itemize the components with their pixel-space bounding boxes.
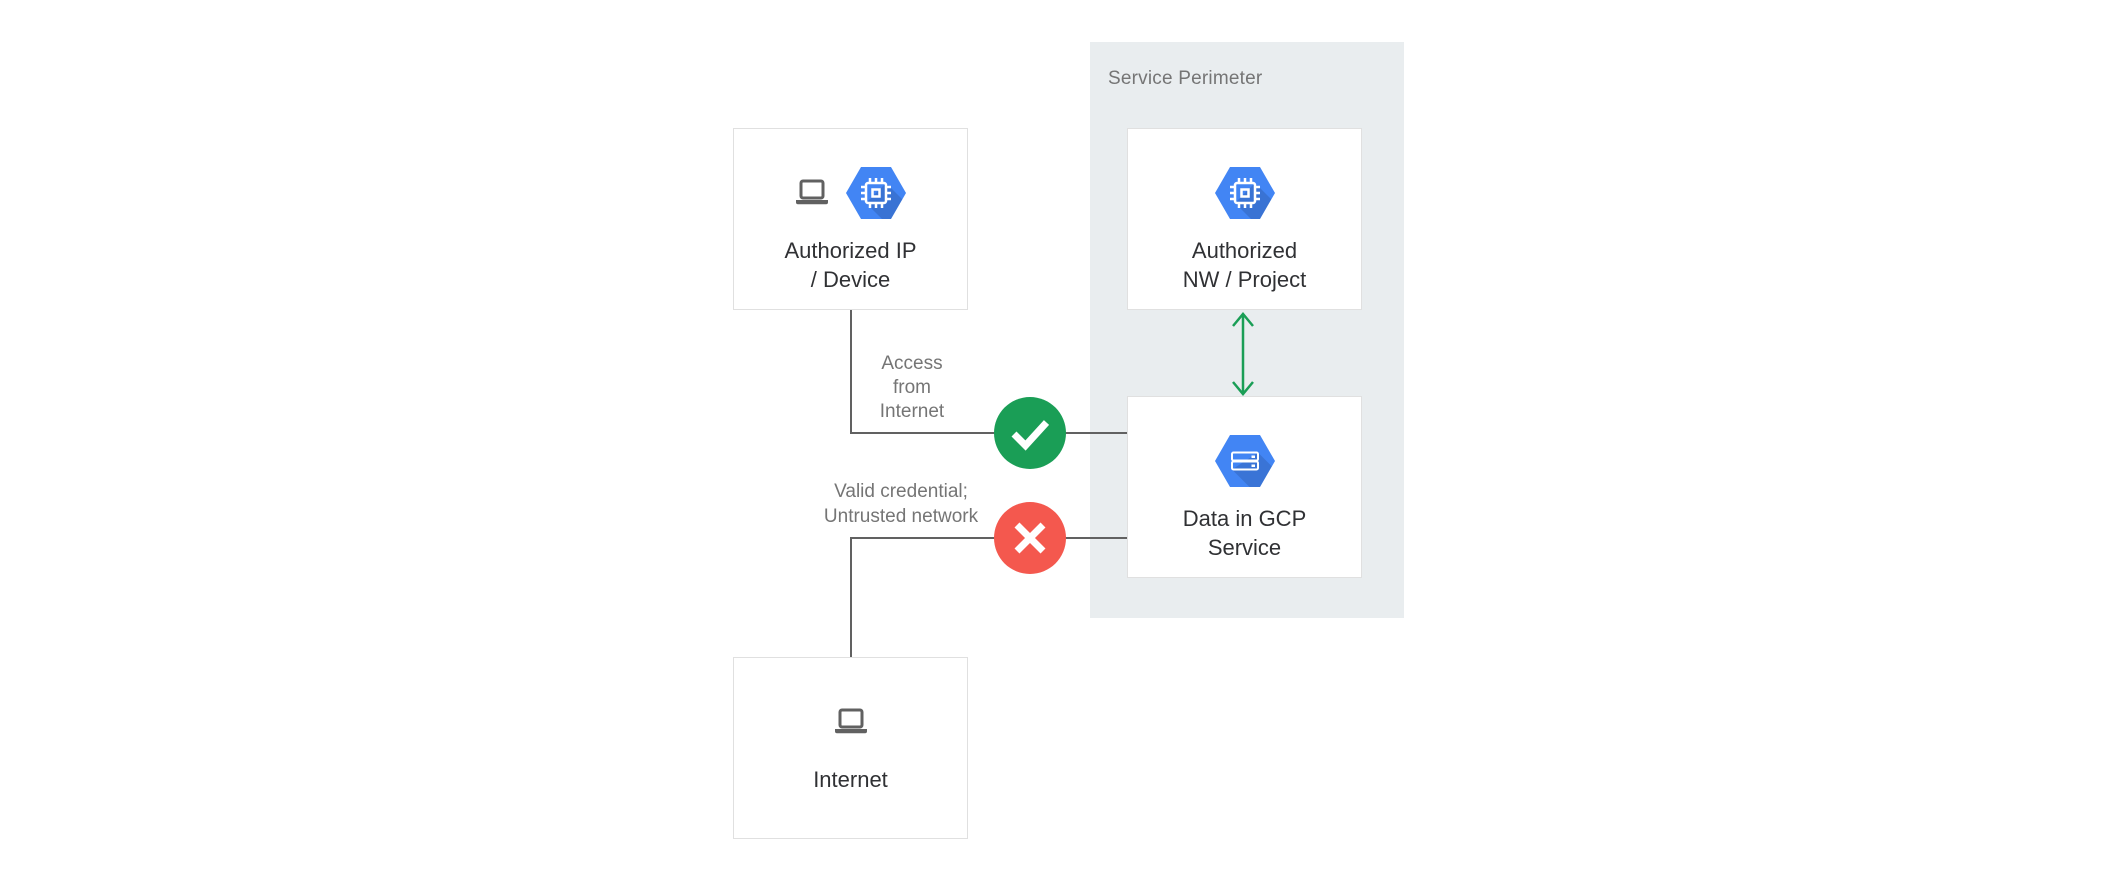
bidirectional-arrow-icon <box>1232 312 1254 396</box>
node-label-internet: Internet <box>813 767 888 792</box>
node-authorized-ip-device: Authorized IP / Device <box>733 128 968 310</box>
laptop-icon <box>795 179 828 205</box>
node-icon-row <box>1213 165 1277 221</box>
service-perimeter-label: Service Perimeter <box>1108 68 1263 89</box>
node-icon-row <box>794 165 908 221</box>
storage-icon <box>1214 435 1275 487</box>
node-label-authorized-ip-device: Authorized IP / Device <box>784 238 917 292</box>
node-label-data-in-gcp-service: Data in GCP Service <box>1182 506 1307 560</box>
check-icon <box>1011 420 1050 451</box>
node-data-in-gcp-service: Data in GCP Service <box>1127 396 1362 578</box>
node-icon-row <box>1213 433 1277 489</box>
node-authorized-nw-project: Authorized NW / Project <box>1127 128 1362 310</box>
node-label-authorized-nw-project: Authorized NW / Project <box>1182 238 1307 292</box>
compute-engine-icon <box>845 167 906 219</box>
node-icon-row <box>833 694 869 750</box>
cross-icon <box>1014 522 1046 554</box>
access-allowed-badge <box>994 397 1066 469</box>
node-internet: Internet <box>733 657 968 839</box>
edge-label-access-from-internet: Access from Internet <box>879 353 945 422</box>
connector-internet-to-data <box>850 537 1128 657</box>
laptop-icon <box>834 708 867 734</box>
access-denied-badge <box>994 502 1066 574</box>
compute-engine-icon <box>1214 167 1275 219</box>
edge-label-valid-credential: Valid credential; Untrusted network <box>823 481 979 527</box>
